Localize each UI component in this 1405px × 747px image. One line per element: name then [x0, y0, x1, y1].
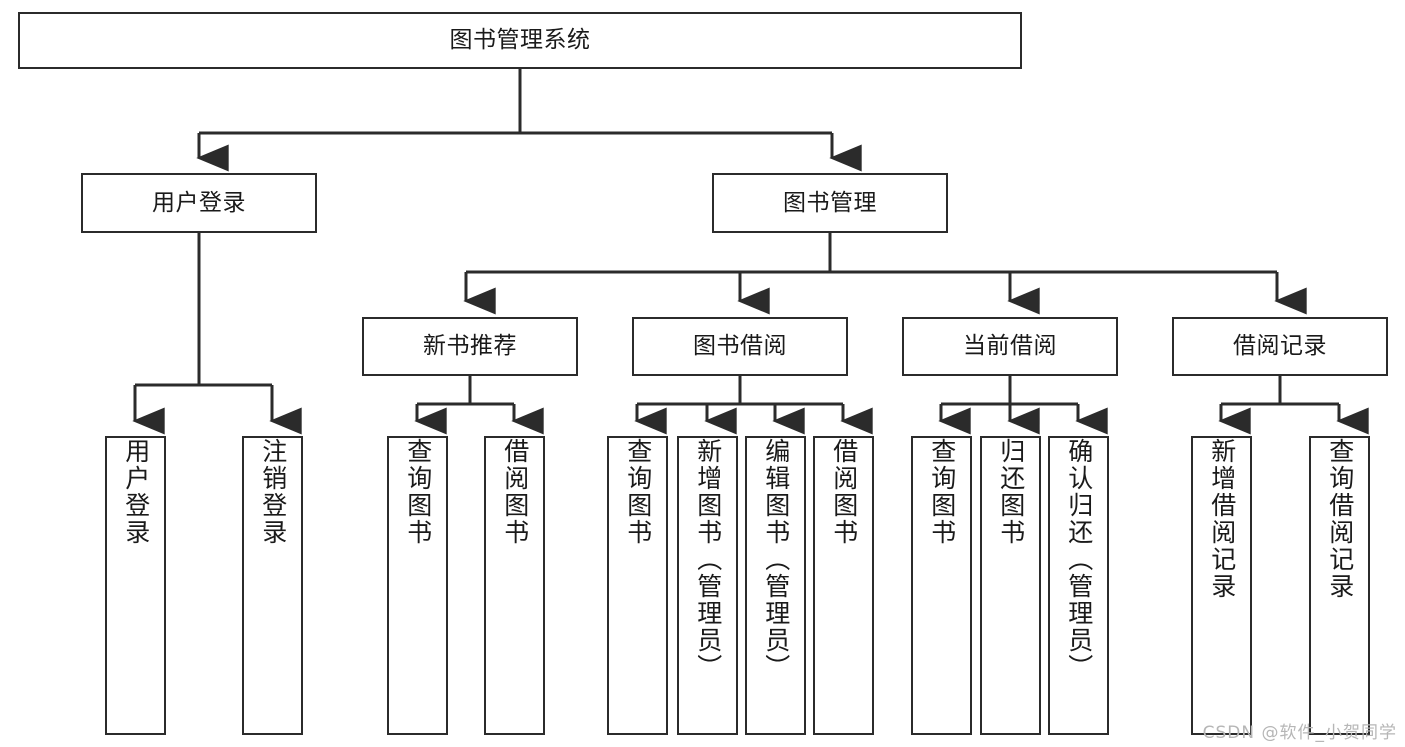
leaf-borrow-record-add[interactable]: 新增借阅记录: [1191, 436, 1252, 735]
leaf-user-login-signin-label: 用户登录: [121, 438, 151, 546]
node-book-management[interactable]: 图书管理: [712, 173, 948, 233]
leaf-new-book-query[interactable]: 查询图书: [387, 436, 448, 735]
leaf-current-borrow-confirm-return[interactable]: 确认归还（管理员）: [1048, 436, 1109, 735]
leaf-current-borrow-return-label: 归还图书: [996, 438, 1026, 546]
node-book-borrow[interactable]: 图书借阅: [632, 317, 848, 376]
leaf-borrow-record-add-label: 新增借阅记录: [1207, 438, 1237, 600]
leaf-book-borrow-edit[interactable]: 编辑图书（管理员）: [745, 436, 806, 735]
node-user-login-label: 用户登录: [152, 189, 246, 216]
node-root[interactable]: 图书管理系统: [18, 12, 1022, 69]
leaf-current-borrow-query[interactable]: 查询图书: [911, 436, 972, 735]
leaf-book-borrow-borrow-label: 借阅图书: [829, 438, 859, 546]
node-current-borrow[interactable]: 当前借阅: [902, 317, 1118, 376]
node-book-borrow-label: 图书借阅: [693, 333, 787, 360]
leaf-book-borrow-query[interactable]: 查询图书: [607, 436, 668, 735]
leaf-new-book-query-label: 查询图书: [403, 438, 433, 546]
leaf-current-borrow-return[interactable]: 归还图书: [980, 436, 1041, 735]
node-user-login[interactable]: 用户登录: [81, 173, 317, 233]
leaf-book-borrow-add[interactable]: 新增图书（管理员）: [677, 436, 738, 735]
leaf-current-borrow-confirm-return-label: 确认归还（管理员）: [1064, 438, 1094, 681]
leaf-book-borrow-borrow[interactable]: 借阅图书: [813, 436, 874, 735]
leaf-user-login-signout-label: 注销登录: [258, 438, 288, 546]
node-root-label: 图书管理系统: [449, 27, 591, 54]
leaf-new-book-borrow[interactable]: 借阅图书: [484, 436, 545, 735]
node-new-book-recommend[interactable]: 新书推荐: [362, 317, 578, 376]
leaf-book-borrow-edit-label: 编辑图书（管理员）: [761, 438, 791, 681]
leaf-user-login-signout[interactable]: 注销登录: [242, 436, 303, 735]
leaf-book-borrow-query-label: 查询图书: [623, 438, 653, 546]
node-book-management-label: 图书管理: [783, 189, 877, 216]
node-borrow-record-label: 借阅记录: [1233, 333, 1327, 360]
leaf-book-borrow-add-label: 新增图书（管理员）: [693, 438, 723, 681]
leaf-borrow-record-query[interactable]: 查询借阅记录: [1309, 436, 1370, 735]
node-new-book-recommend-label: 新书推荐: [423, 333, 517, 360]
node-borrow-record[interactable]: 借阅记录: [1172, 317, 1388, 376]
leaf-current-borrow-query-label: 查询图书: [927, 438, 957, 546]
leaf-user-login-signin[interactable]: 用户登录: [105, 436, 166, 735]
leaf-borrow-record-query-label: 查询借阅记录: [1325, 438, 1355, 600]
leaf-new-book-borrow-label: 借阅图书: [500, 438, 530, 546]
watermark: CSDN @软件_小贺同学: [1202, 723, 1397, 743]
node-current-borrow-label: 当前借阅: [963, 333, 1057, 360]
